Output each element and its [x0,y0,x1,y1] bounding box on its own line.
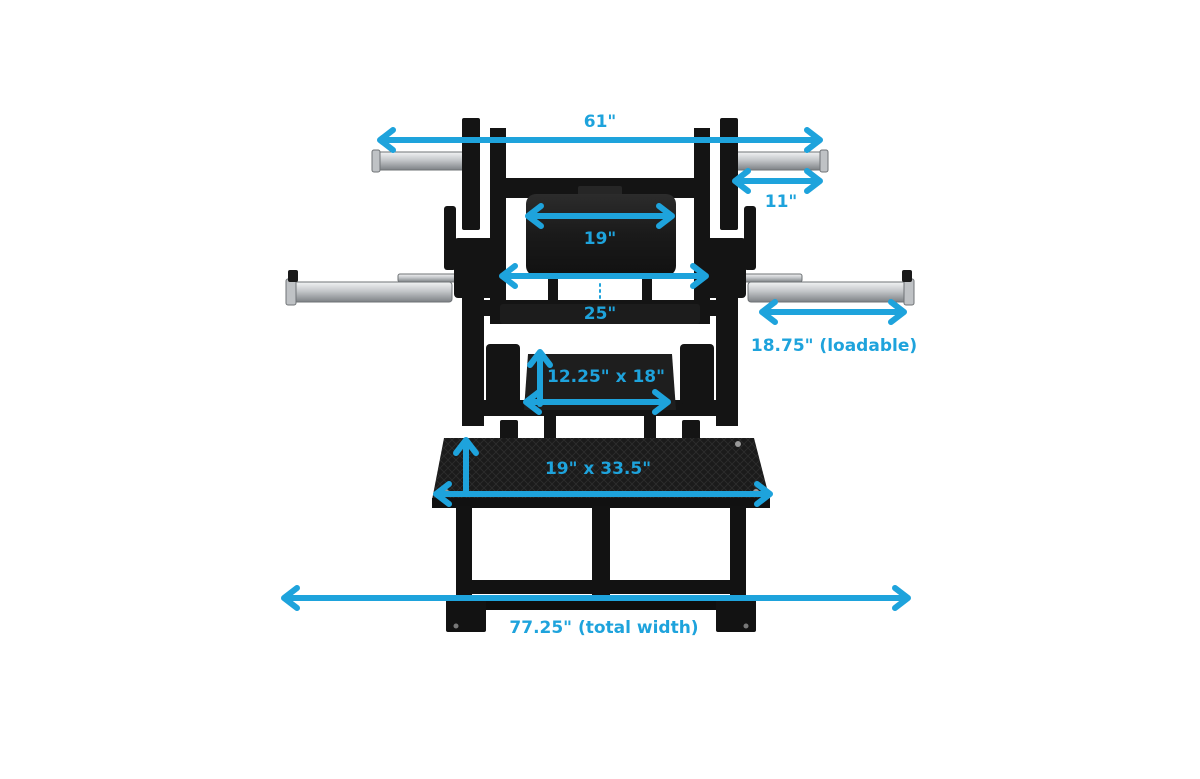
arrow-foot-pad-width-head-left [523,389,542,415]
foot-pad [524,354,676,410]
dimension-label-61-in: 61" [580,112,620,132]
dimension-label-11-in: 11" [761,192,801,212]
arrow-61-in-head-left [377,127,396,153]
arrow-platform-width-head-left [433,481,452,507]
arrow-loadable-head-right [888,299,907,325]
dimension-label-19-in: 19" [583,229,617,249]
arrow-foot-pad-width-head-right [652,389,671,415]
arrow-25-in-head-left [499,263,518,289]
arrow-total-width-head-left [281,585,300,611]
arrow-total-width-head-right [892,585,911,611]
seat-pad [500,304,700,324]
arrow-19-in-head-left [525,203,544,229]
dimension-label-foot-pad: 12.25" x 18" [547,367,665,387]
dimension-arrows [281,127,911,611]
base-stand [446,506,756,632]
arrow-25-in-head-right [690,263,709,289]
dimension-label-loadable: 18.75" (loadable) [747,336,921,356]
arrow-foot-pad-depth-head-up [527,349,553,368]
arrow-11-in-head-left [732,168,751,194]
dimension-label-total-width: 77.25" (total width) [506,618,702,638]
arrow-11-in-head-right [804,168,823,194]
arrow-platform-width-head-right [754,481,773,507]
upper-weight-sleeves [371,149,829,173]
lower-weight-sleeves [285,270,915,306]
arrow-61-in-head-right [804,127,823,153]
dimension-label-25-in: 25" [583,304,617,324]
arrow-loadable-head-left [759,299,778,325]
dimension-label-platform: 19" x 33.5" [544,459,652,479]
arrow-19-in-head-right [656,203,675,229]
arrow-platform-depth-head-up [453,437,479,456]
